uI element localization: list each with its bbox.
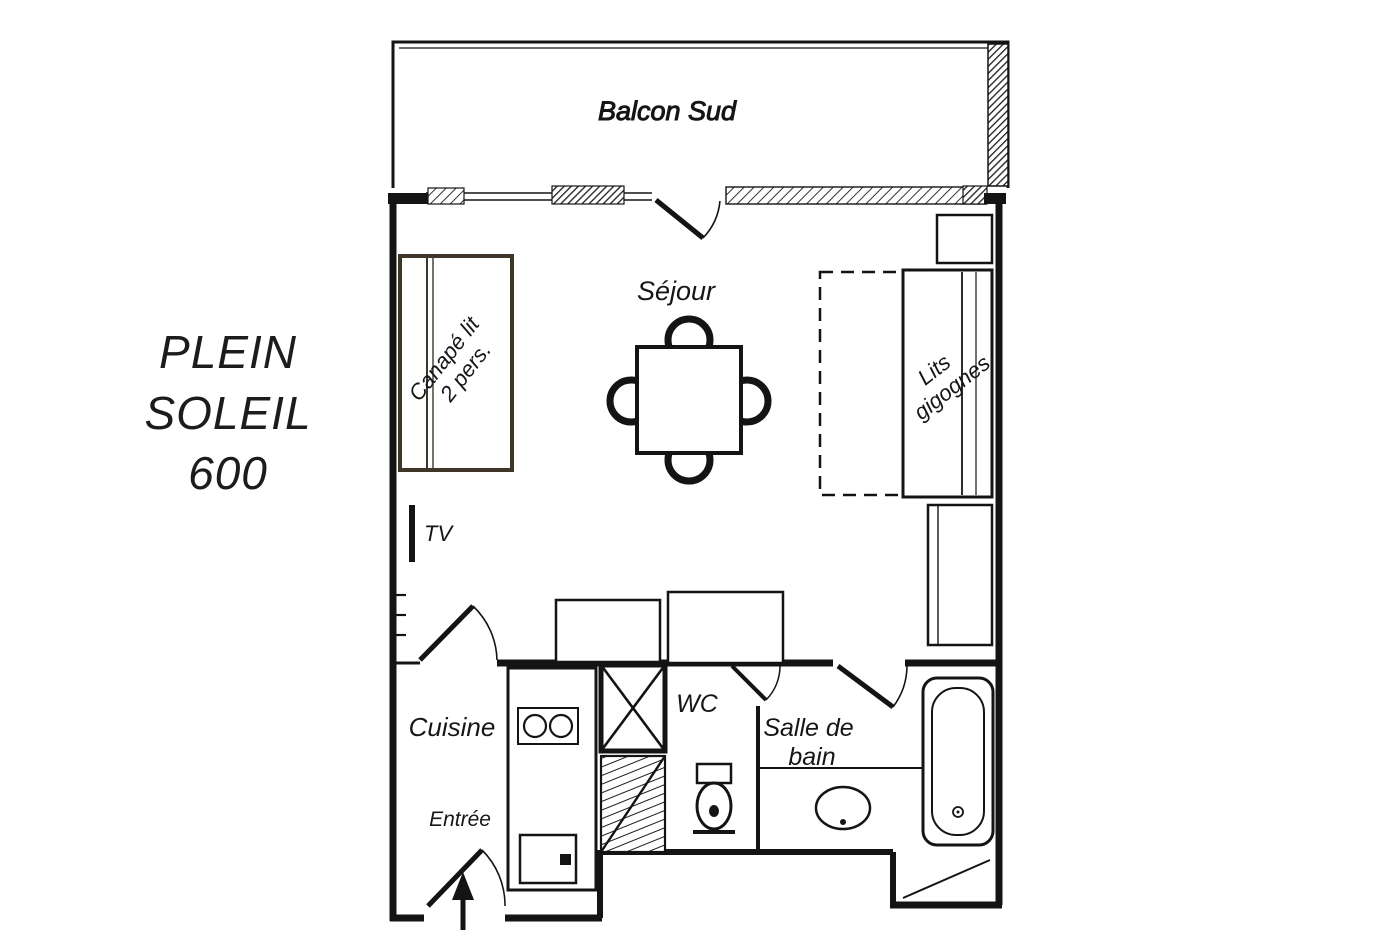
living-room: Séjour Canapé lit 2 pers. [398,213,995,665]
hatched-closet-diagonal [600,755,666,853]
living-room-label: Séjour [637,276,716,306]
toilet-drain [709,805,719,817]
oven [518,833,578,885]
closet-duct [598,662,668,854]
kitchen-label: Cuisine [409,712,496,742]
tv-unit: TV [409,505,454,562]
dining-table-set [606,315,772,485]
toilet-cistern [695,762,733,785]
bathroom-door-leaf [836,663,895,710]
wall-stub-left [388,193,428,204]
sofa-bed-outline [398,254,514,472]
washbasin [814,785,872,831]
kitchen: Cuisine Entrée [409,666,598,930]
sofa-bed: Canapé lit 2 pers. [398,254,514,472]
tv-label: TV [424,521,454,546]
south-window-wall [388,185,1006,240]
wc-label: WC [676,690,719,718]
wc-door-leaf [730,664,768,702]
window-pier-2 [551,185,625,205]
counter-unit-1 [554,598,662,664]
corner-diagonal-line [902,859,991,899]
entrance-arrow-head [452,872,474,900]
side-cabinet [926,503,994,647]
entrance-label: Entrée [429,808,491,831]
bathtub-inner [931,687,985,836]
wc-room: WC [676,690,735,834]
counter-unit-2 [666,590,785,665]
balcony-label: Balcon Sud [598,96,737,126]
exterior-walls [389,196,1003,922]
nesting-bed-main [901,268,994,499]
toilet [693,762,735,834]
washbasin-bowl [814,785,872,831]
balcony-door-leaf [654,198,705,240]
sink-bowl-right [548,713,574,739]
window-pier-1 [427,187,465,205]
bathroom: Salle de bain [758,676,995,847]
bathtub-drain-dot [956,810,960,814]
bathroom-label: Salle de bain [763,714,860,771]
nesting-bed-pullout [818,270,907,497]
washbasin-drain [840,819,846,825]
kitchen-door-leaf [418,604,475,662]
balcony: Balcon Sud [391,40,1010,188]
duct-cross-2 [599,664,667,752]
entrance-arrow [452,872,474,930]
sink-bowl-left [522,713,548,739]
residence-title: PLEIN SOLEIL 600 [144,326,312,500]
window-band-right [725,186,987,205]
balcony-hatched-corner [987,43,1009,187]
bathtub [921,676,995,847]
nesting-beds: Lits gigognes [818,268,995,499]
bathroom-door-swing-arc [892,665,908,708]
wc-door-swing-arc [765,665,781,701]
entry-door-swing-arc [481,849,506,907]
oven-knob [560,854,571,865]
kitchen-block [506,666,598,892]
kitchen-door-swing-arc [472,605,498,661]
dining-table [635,345,743,455]
entry-door-leaf [426,848,484,908]
balcony-door-swing-arc [702,200,721,239]
corner-cabinet [935,213,994,265]
wall-stub-right [984,193,1006,204]
window-pier-3 [962,185,988,205]
